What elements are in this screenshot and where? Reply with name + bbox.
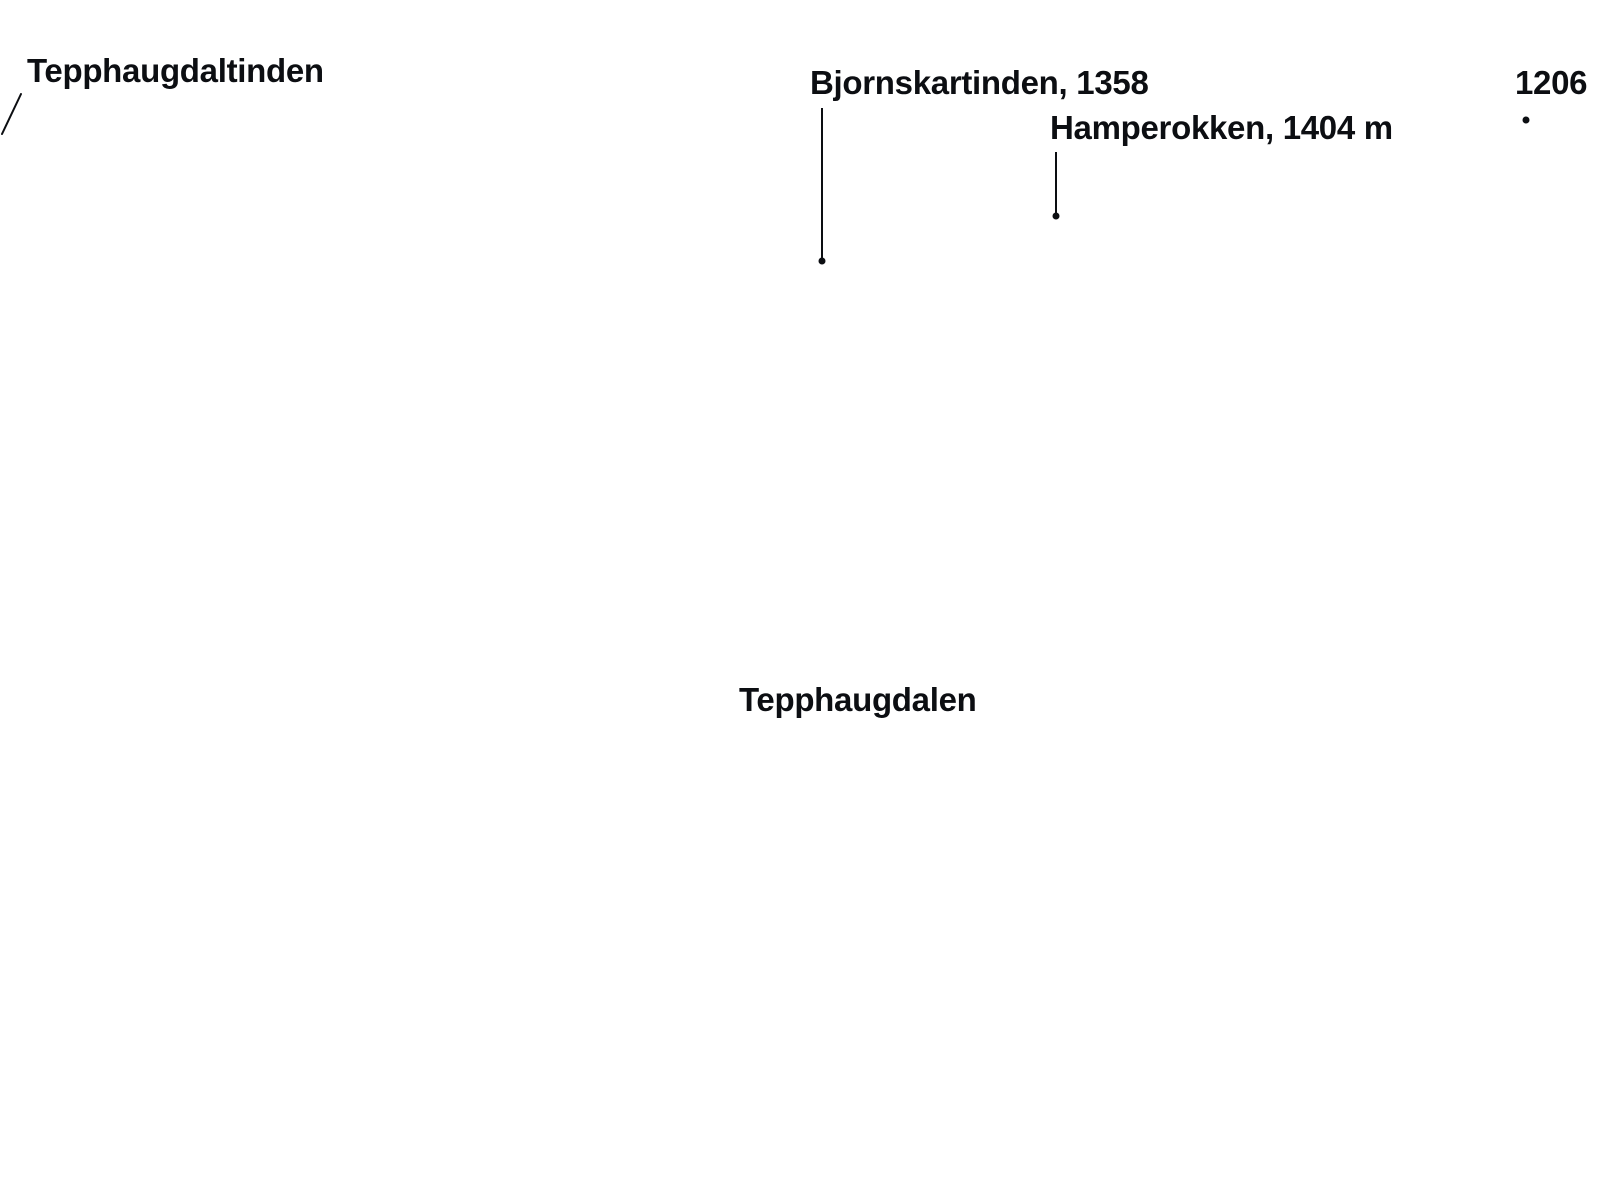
bjornskartinden-label: Bjornskartinden, 1358: [810, 64, 1149, 101]
peak-1206-label: 1206: [1515, 64, 1588, 101]
hamperokken-peak-dot: [1052, 212, 1060, 220]
hamperokken-label: Hamperokken, 1404 m: [1050, 109, 1393, 146]
peak-1206-dot: [1522, 116, 1530, 124]
bjornskartinden-peak-dot: [818, 257, 826, 265]
tepphaugdaltinden-label: Tepphaugdaltinden: [27, 52, 324, 89]
tepphaugdaltinden-leader-line: [1, 93, 22, 135]
tepphaugdalen-label: Tepphaugdalen: [739, 681, 977, 718]
